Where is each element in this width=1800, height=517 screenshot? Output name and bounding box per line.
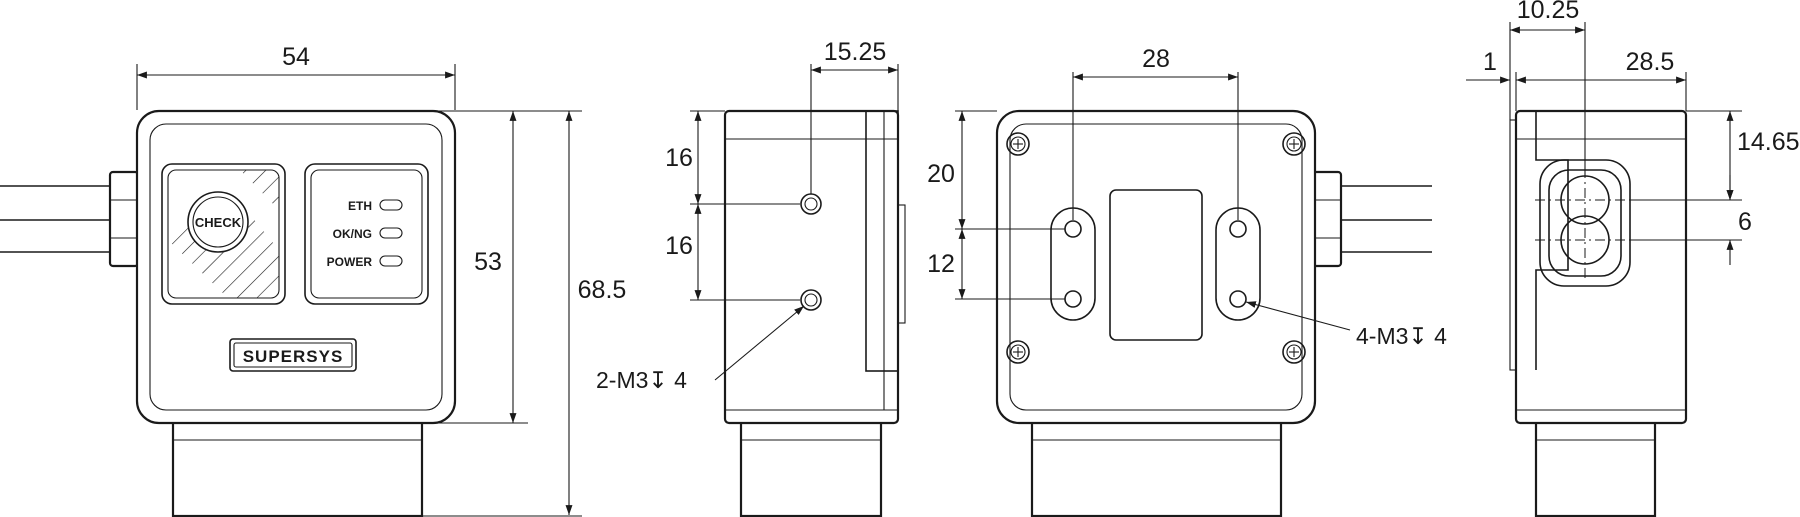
dim-height-14-65: 14.65 — [1737, 128, 1800, 156]
led-panel: ETH OK/NG POWER — [304, 163, 429, 305]
dim-width-54: 54 — [282, 43, 310, 71]
connector — [171, 419, 424, 517]
led-power-label: POWER — [327, 255, 373, 269]
dim-depth-28-5: 28.5 — [1626, 48, 1675, 76]
back-cable-gland — [1311, 170, 1343, 268]
check-button-label: CHECK — [195, 215, 242, 230]
dim-hole-spacing-28: 28 — [1142, 45, 1170, 73]
cable — [0, 170, 140, 268]
dim-vertical-12: 12 — [927, 250, 955, 278]
side-connector — [739, 419, 883, 517]
callout-2-m3: 2-M3↧ 4 — [596, 367, 687, 393]
led-power-indicator — [379, 255, 403, 267]
led-eth-label: ETH — [348, 199, 372, 213]
dim-hole-16-upper: 16 — [665, 144, 693, 172]
right-view: 10.25 1 28.5 14.65 6 — [1466, 0, 1800, 517]
dim-height-6: 6 — [1738, 208, 1752, 236]
back-view: 28 20 12 4-M3↧ 4 — [927, 45, 1447, 517]
dim-vertical-20: 20 — [927, 160, 955, 188]
dim-offset-15-25: 15.25 — [824, 38, 887, 66]
right-connector — [1534, 419, 1657, 517]
brand-logo-text: SUPERSYS — [243, 347, 344, 366]
check-button-panel: CHECK — [161, 163, 286, 305]
brand-logo: SUPERSYS — [229, 338, 357, 372]
dim-total-height-68-5: 68.5 — [578, 276, 627, 304]
callout-4-m3: 4-M3↧ 4 — [1356, 323, 1447, 349]
side-hole-lower — [800, 289, 822, 311]
dim-hole-16-lower: 16 — [665, 232, 693, 260]
led-eth-indicator — [379, 199, 403, 211]
front-view: CHECK ETH OK/NG POWER SUPERSYS 54 53 — [0, 43, 627, 517]
led-okng-indicator — [379, 227, 403, 239]
right-housing — [1514, 109, 1688, 425]
dim-height-53: 53 — [474, 248, 502, 276]
housing — [135, 109, 457, 425]
back-connector — [1030, 419, 1283, 517]
dim-top-10-25: 10.25 — [1517, 0, 1580, 24]
label-window — [1109, 189, 1203, 341]
screw-icon — [1006, 132, 1306, 364]
side-view: 15.25 16 16 2-M3↧ 4 — [596, 38, 906, 517]
dim-small-1: 1 — [1483, 48, 1497, 76]
led-okng-label: OK/NG — [333, 227, 372, 241]
back-housing — [995, 109, 1317, 425]
